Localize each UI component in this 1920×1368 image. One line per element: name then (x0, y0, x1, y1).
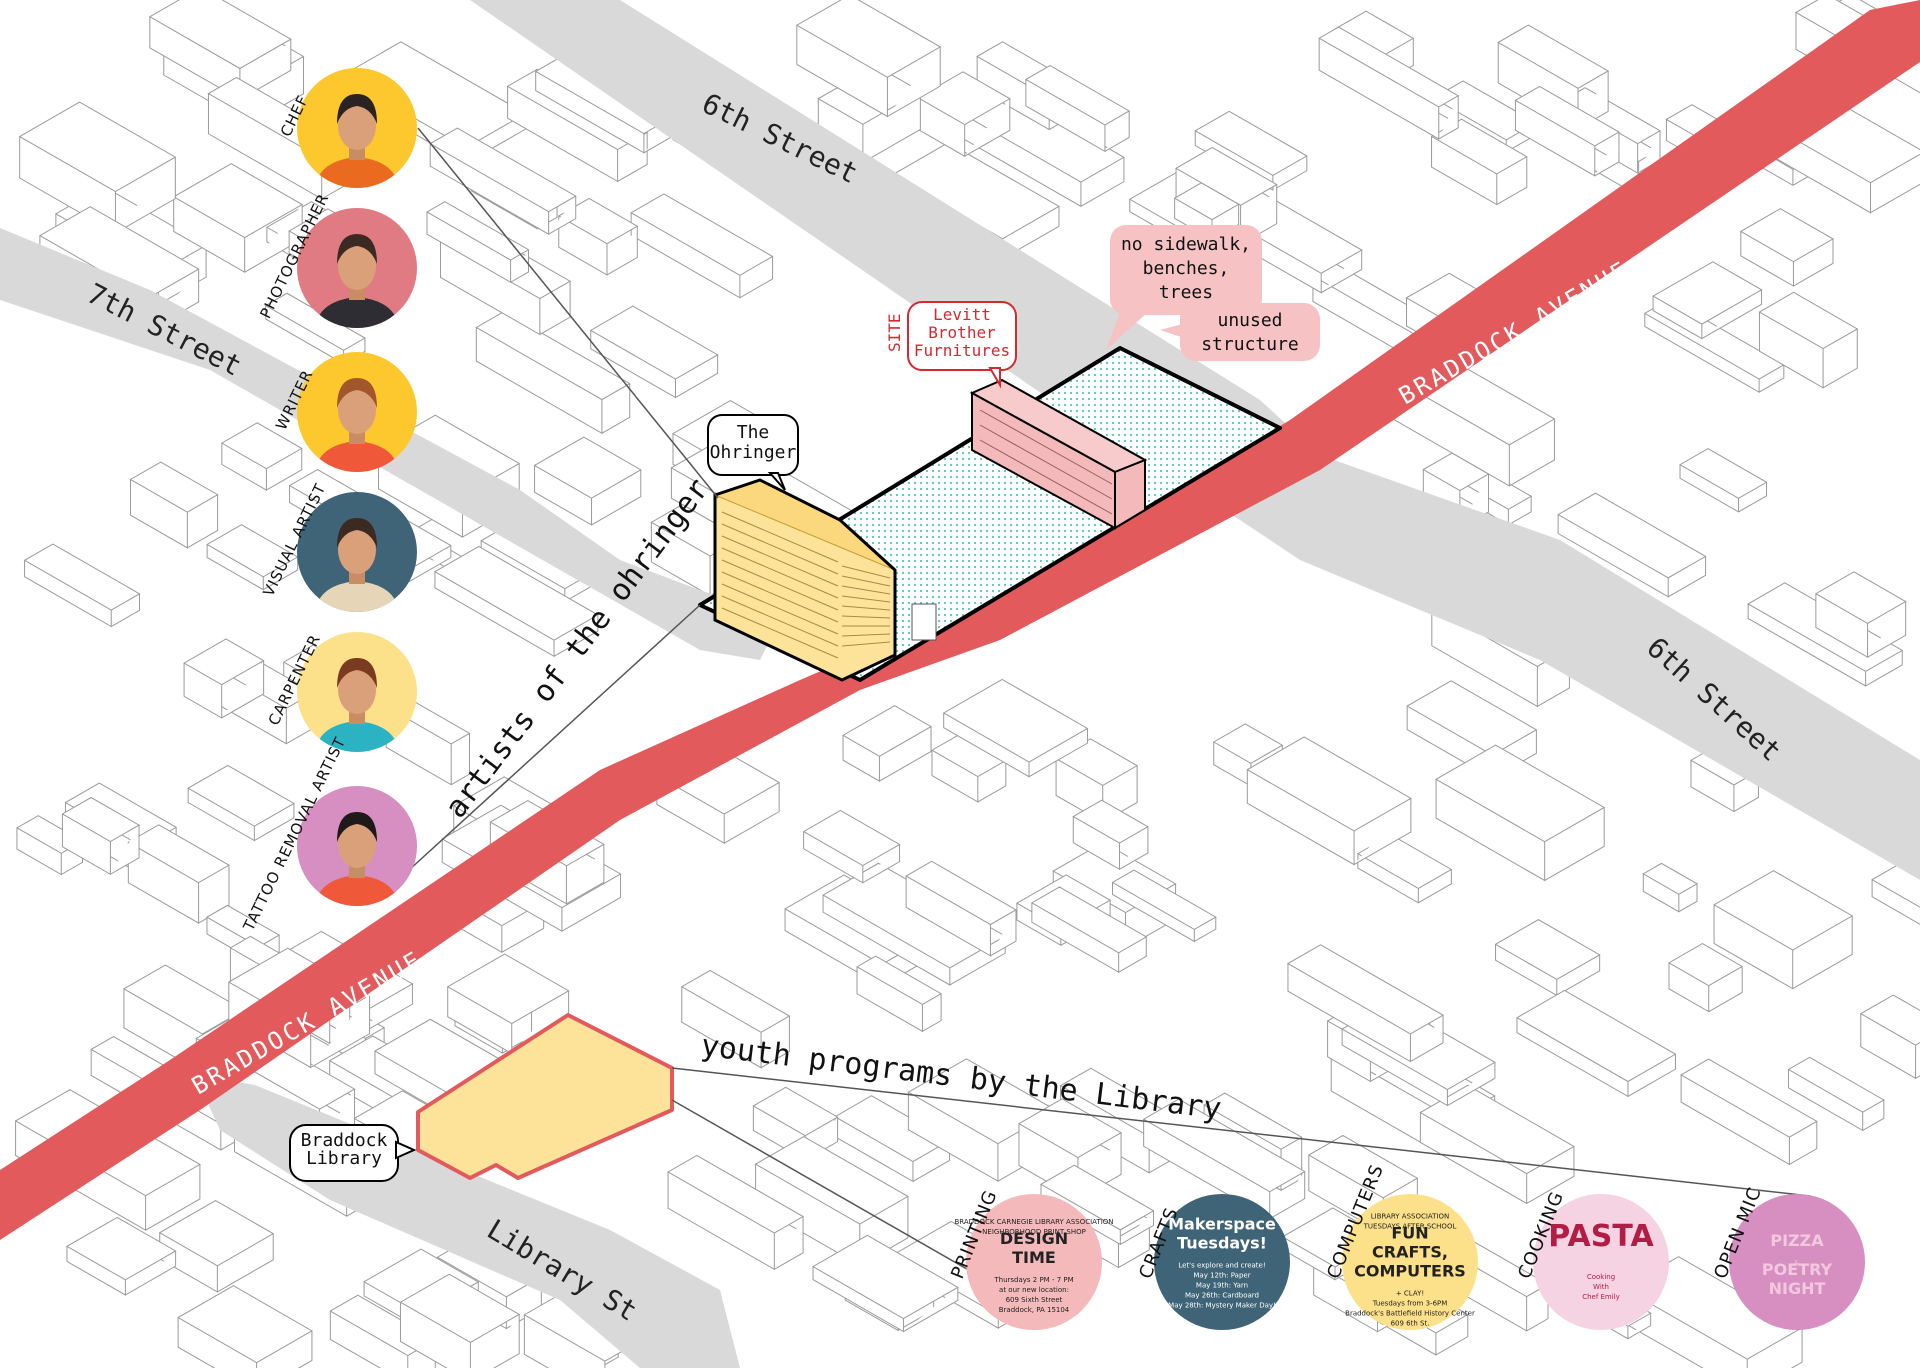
program-text: COMPUTERS (1354, 1262, 1466, 1281)
program-text: May 19th: Yarn (1196, 1282, 1248, 1290)
program-text: + CLAY! (1396, 1290, 1424, 1298)
braddock-library-building (416, 1013, 674, 1180)
program-text: May 26th: Cardboard (1185, 1292, 1259, 1300)
program-text: May 12th: Paper (1193, 1272, 1250, 1280)
artist-4: CARPENTER (265, 631, 417, 752)
visual-artist-avatar-icon (315, 518, 399, 612)
program-text: POETRY (1762, 1260, 1833, 1279)
note-sidewalk-bubble: no sidewalk,benches,trees (1106, 225, 1262, 350)
writer-avatar-icon (315, 378, 399, 472)
levitt-window-lines (979, 409, 1113, 515)
program-circle (1154, 1194, 1290, 1330)
program-circle (966, 1194, 1102, 1330)
program-text: Tuesdays! (1177, 1234, 1267, 1253)
program-text: Cooking (1587, 1273, 1615, 1281)
program-circle (1533, 1194, 1669, 1330)
program-text: at our new location: (999, 1286, 1069, 1294)
site-parcel (698, 346, 1282, 682)
program-text: Tuesdays from 3-6PM (1372, 1300, 1448, 1308)
program-text: FUN (1391, 1224, 1428, 1243)
program-text: CRAFTS, (1372, 1243, 1448, 1262)
program-text: & (1794, 1259, 1800, 1267)
carpenter-avatar-icon (315, 658, 399, 752)
program-text: 609 6th St. (1391, 1320, 1430, 1328)
tattoo-artist-avatar-icon (315, 812, 399, 906)
program-text: Let's explore and create! (1178, 1262, 1265, 1270)
program-text: With (1593, 1283, 1609, 1291)
program-text: Chef Emily (1582, 1293, 1620, 1301)
artist-0: CHEF (277, 68, 417, 188)
program-text: LIBRARY ASSOCIATION (1371, 1213, 1450, 1221)
program-text: Thursdays 2 PM - 7 PM (993, 1276, 1073, 1284)
site-tag: SITE (885, 313, 904, 352)
program-text: PASTA (1548, 1219, 1654, 1254)
program-computers: COMPUTERS LIBRARY ASSOCIATION TUESDAYS AFT… (1323, 1161, 1478, 1330)
leader-lines (397, 127, 1811, 1289)
artist-3: VISUAL ARTIST (259, 480, 417, 612)
program-text: PIZZA (1770, 1231, 1824, 1250)
program-text: NIGHT (1769, 1279, 1826, 1298)
photographer-avatar-icon (315, 234, 399, 328)
program-text: Braddock's Battlefield History Center (1345, 1310, 1475, 1318)
program-circle (1729, 1194, 1865, 1330)
program-circle (1342, 1194, 1478, 1330)
levitt-end (1114, 458, 1146, 530)
program-text: TUESDAYS AFTER SCHOOL (1363, 1223, 1457, 1231)
small-structure (911, 603, 937, 641)
program-text: DESIGN (1000, 1229, 1068, 1248)
chef-avatar-icon (315, 94, 399, 188)
program-text: Makerspace (1168, 1215, 1276, 1234)
program-text: May 28th: Mystery Maker Day! (1168, 1302, 1276, 1310)
program-text: Braddock, PA 15104 (999, 1306, 1070, 1314)
ohringer-outline (713, 478, 897, 682)
program-text: TIME (1012, 1248, 1056, 1267)
program-text: NEIGHBORHOOD PRINT SHOP (982, 1228, 1086, 1236)
note-sidewalk-text: no sidewalk,benches,trees (1121, 234, 1251, 303)
program-text: 609 Sixth Street (1006, 1296, 1063, 1304)
program-text: BRADDOCK CARNEGIE LIBRARY ASSOCIATION (954, 1218, 1113, 1226)
